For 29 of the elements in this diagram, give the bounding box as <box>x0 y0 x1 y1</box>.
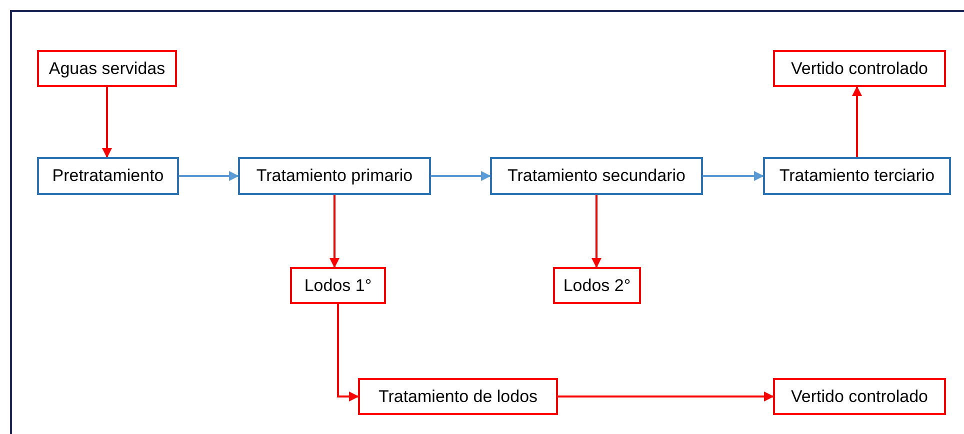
process-box <box>290 267 386 304</box>
box-label: Vertido controlado <box>790 386 928 406</box>
process-box <box>773 378 946 415</box>
process-box <box>37 50 177 87</box>
process-box <box>553 267 641 304</box>
arrow <box>592 195 602 268</box>
box-label: Aguas servidas <box>48 58 166 78</box>
process-box <box>763 157 951 195</box>
arrow <box>703 171 764 181</box>
process-box <box>358 378 558 415</box>
box-label: Tratamiento primario <box>256 166 413 186</box>
box-label: Tratamiento terciario <box>779 166 935 186</box>
arrow <box>102 87 112 158</box>
arrow <box>431 171 491 181</box>
box-label: Lodos 2° <box>563 276 631 296</box>
arrow <box>330 195 340 268</box>
arrow <box>179 171 239 181</box>
process-box <box>37 157 179 195</box>
box-label: Tratamiento secundario <box>508 166 686 186</box>
process-box <box>490 157 703 195</box>
arrow <box>558 392 774 402</box>
arrow <box>852 86 862 157</box>
box-label: Vertido controlado <box>790 58 928 78</box>
box-label: Tratamiento de lodos <box>378 386 538 406</box>
process-box <box>238 157 431 195</box>
process-box <box>773 50 946 87</box>
arrow <box>337 304 359 402</box>
box-label: Pretratamiento <box>52 166 164 186</box>
box-label: Lodos 1° <box>304 276 372 296</box>
